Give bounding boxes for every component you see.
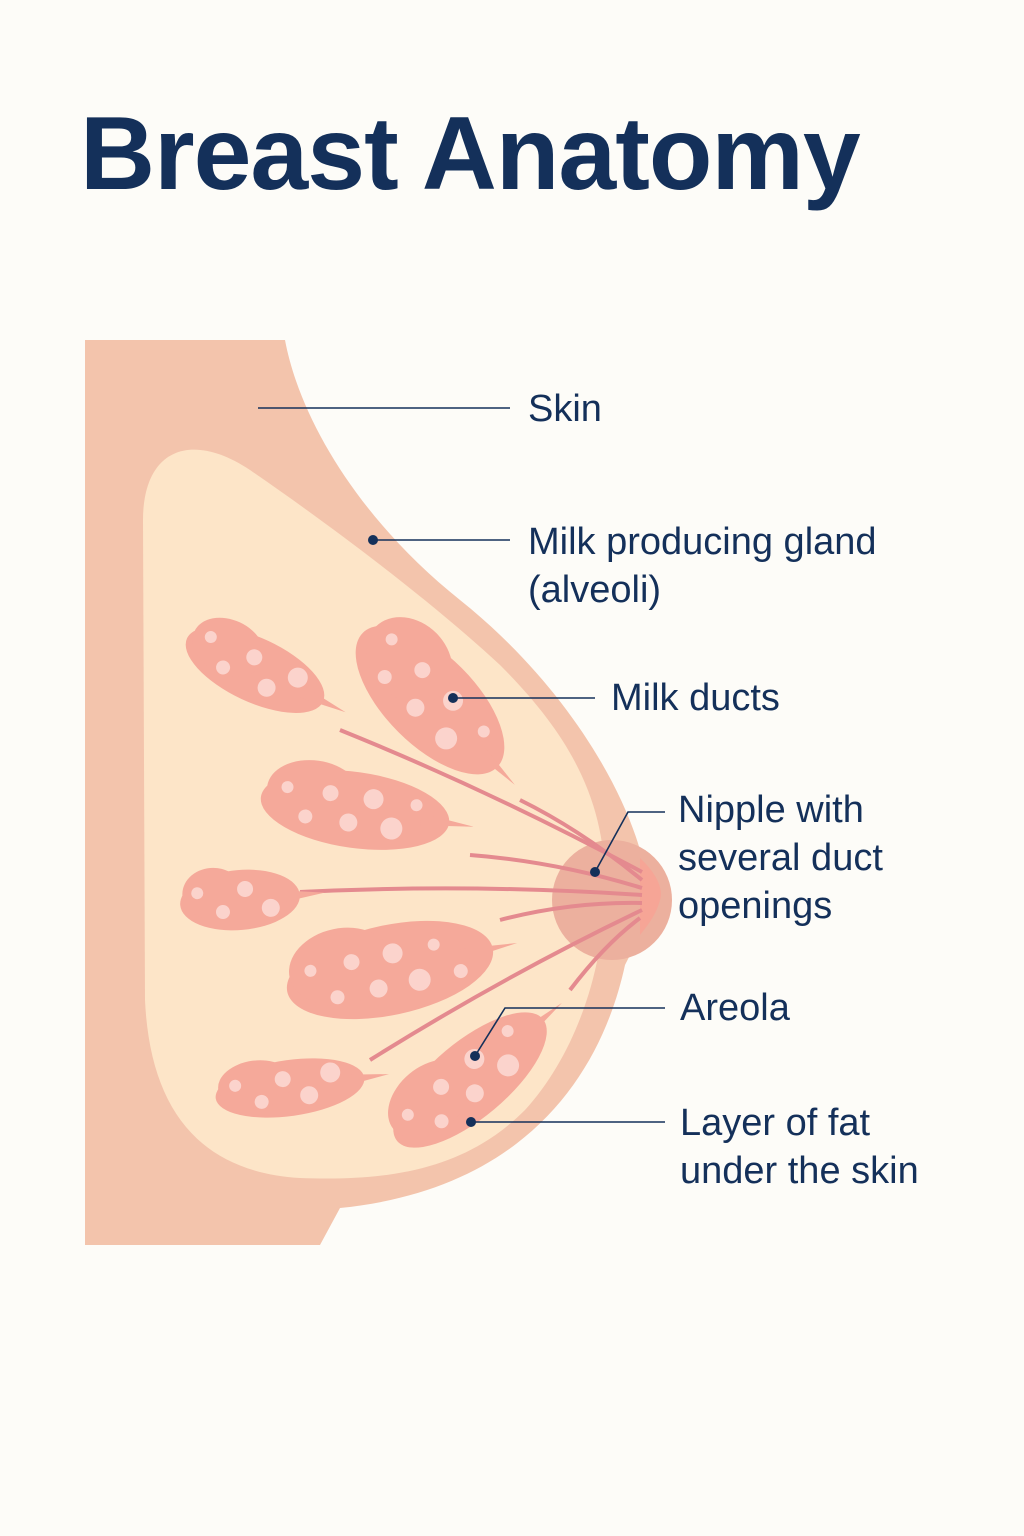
alveolus: [257, 678, 276, 697]
label-nipple-line1: Nipple with: [678, 789, 864, 831]
milk-duct: [368, 908, 643, 1062]
nipple-leader: [594, 811, 665, 873]
alveolus: [274, 1071, 291, 1088]
milk-duct: [469, 853, 643, 890]
alveolus: [304, 964, 317, 977]
alveolus: [385, 633, 398, 646]
milk-duct: [499, 900, 643, 922]
milk-ducts: [299, 728, 644, 1062]
alveolus: [434, 1114, 449, 1129]
alveolus: [320, 1062, 341, 1083]
alveolus: [363, 789, 384, 810]
alveolus: [433, 1078, 450, 1095]
alveolus: [322, 785, 339, 802]
label-fat-line1: Layer of fat: [680, 1102, 871, 1144]
alveolus: [204, 631, 217, 644]
alveolus: [261, 898, 280, 917]
lobule: [185, 617, 346, 713]
alveolus: [453, 964, 468, 979]
alveolus: [497, 1054, 520, 1077]
label-areola: Areola: [680, 987, 791, 1029]
label-nipple-line2: several duct: [678, 837, 883, 879]
alveolus: [382, 943, 403, 964]
alveolus: [339, 813, 358, 832]
alveolus: [414, 662, 431, 679]
ducts-dot: [448, 693, 458, 703]
label-gland-line1: Milk producing gland: [528, 521, 877, 563]
gland-dot: [368, 535, 378, 545]
label-skin: Skin: [528, 388, 602, 430]
alveolus: [215, 905, 230, 920]
alveolus: [408, 968, 431, 991]
lobule: [260, 760, 474, 850]
alveolus: [237, 881, 254, 898]
label-fat-line2: under the skin: [680, 1150, 919, 1192]
alveolus: [300, 1086, 319, 1105]
alveolus: [477, 725, 490, 738]
alveolus: [254, 1094, 269, 1109]
alveolus: [281, 781, 294, 794]
alveolus: [401, 1108, 414, 1121]
alveolus: [191, 887, 204, 900]
lobules: [180, 617, 562, 1148]
alveolus: [427, 938, 440, 951]
alveolus: [343, 954, 360, 971]
page-title: Breast Anatomy: [80, 96, 861, 212]
alveolus: [298, 809, 313, 824]
lobule: [180, 867, 325, 931]
alveolus: [380, 817, 403, 840]
alveolus: [377, 669, 392, 684]
areola-dot: [470, 1051, 480, 1061]
label-gland-line2: (alveoli): [528, 569, 661, 611]
milk-duct: [568, 916, 642, 992]
alveolus: [406, 698, 425, 717]
alveolus: [465, 1084, 484, 1103]
alveolus: [410, 799, 423, 812]
alveolus: [435, 727, 458, 750]
lobule: [388, 1002, 562, 1148]
label-ducts: Milk ducts: [611, 677, 780, 719]
lobule: [286, 920, 518, 1020]
label-nipple-line3: openings: [678, 885, 832, 927]
nipple: [640, 858, 661, 935]
milk-duct: [519, 798, 644, 882]
alveolus: [369, 979, 388, 998]
lobule: [355, 617, 515, 785]
alveolus: [330, 990, 345, 1005]
alveolus: [287, 667, 308, 688]
nipple-dot: [590, 867, 600, 877]
alveolus: [216, 660, 231, 675]
lobule: [215, 1058, 390, 1118]
fat-dot: [466, 1117, 476, 1127]
leader-dots: [368, 535, 600, 1127]
alveolus: [246, 649, 263, 666]
leader-lines: [258, 407, 665, 1123]
alveolus: [501, 1025, 514, 1038]
alveolus: [229, 1079, 242, 1092]
milk-duct: [299, 886, 643, 897]
areola-leader: [474, 1007, 665, 1057]
